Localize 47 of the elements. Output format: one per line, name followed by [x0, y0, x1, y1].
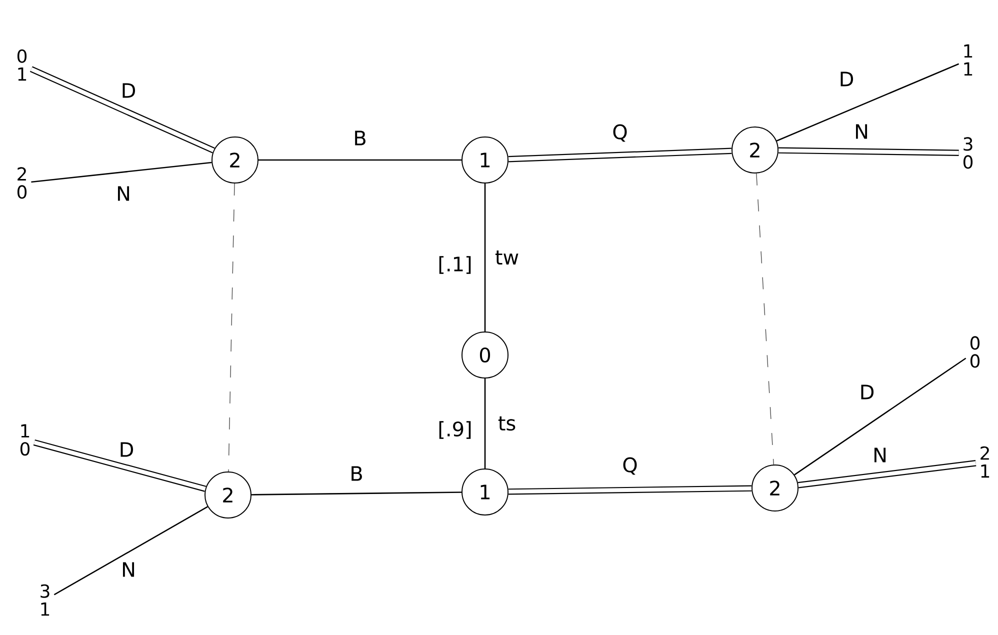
circle-node: 2 — [752, 464, 798, 512]
double-line — [798, 460, 976, 488]
circle-node: 1 — [462, 136, 508, 184]
line — [776, 63, 960, 142]
end-label: 2 0 — [17, 167, 27, 199]
dashed-line — [756, 173, 774, 465]
end-label: 0 0 — [970, 336, 980, 368]
circle-node: 0 — [462, 332, 508, 378]
weight-label: [.9] — [439, 421, 471, 439]
double-line — [30, 66, 215, 154]
edge-label: Q — [621, 456, 639, 476]
edge-label: B — [352, 130, 368, 146]
end-label: 3 1 — [40, 584, 50, 616]
edge-label: D — [120, 82, 138, 99]
line — [31, 162, 212, 183]
edge-label: Q — [611, 123, 629, 143]
end-label: 1 0 — [20, 424, 30, 456]
dashed-line — [228, 183, 235, 472]
end-label: 1 1 — [964, 44, 972, 76]
edge-label: D — [118, 441, 136, 458]
line — [54, 506, 208, 596]
edge-label: N — [853, 123, 870, 140]
edge-label: D — [838, 70, 856, 88]
double-line — [508, 485, 752, 495]
edge-label: N — [115, 185, 132, 202]
double-line — [33, 440, 206, 492]
double-line — [508, 148, 732, 162]
line — [794, 358, 966, 476]
edge-label: D — [858, 384, 876, 400]
edge-label: tw — [494, 249, 520, 266]
weight-label: [.1] — [439, 256, 471, 274]
double-line — [778, 147, 959, 156]
end-label: 2 1 — [980, 446, 990, 478]
edge-label: B — [348, 465, 364, 482]
circle-node: 2 — [732, 126, 778, 174]
line — [252, 492, 462, 496]
edge-label: ts — [496, 415, 518, 432]
edge-label: N — [120, 561, 137, 578]
line — [484, 184, 486, 332]
circle-node: 2 — [204, 472, 252, 518]
line — [258, 159, 462, 161]
circle-node: 2 — [212, 136, 258, 184]
line — [484, 378, 486, 468]
end-label: 0 1 — [17, 49, 27, 81]
edge-label: N — [872, 446, 888, 464]
circle-node: 1 — [462, 468, 508, 516]
end-label: 3 0 — [963, 137, 973, 169]
